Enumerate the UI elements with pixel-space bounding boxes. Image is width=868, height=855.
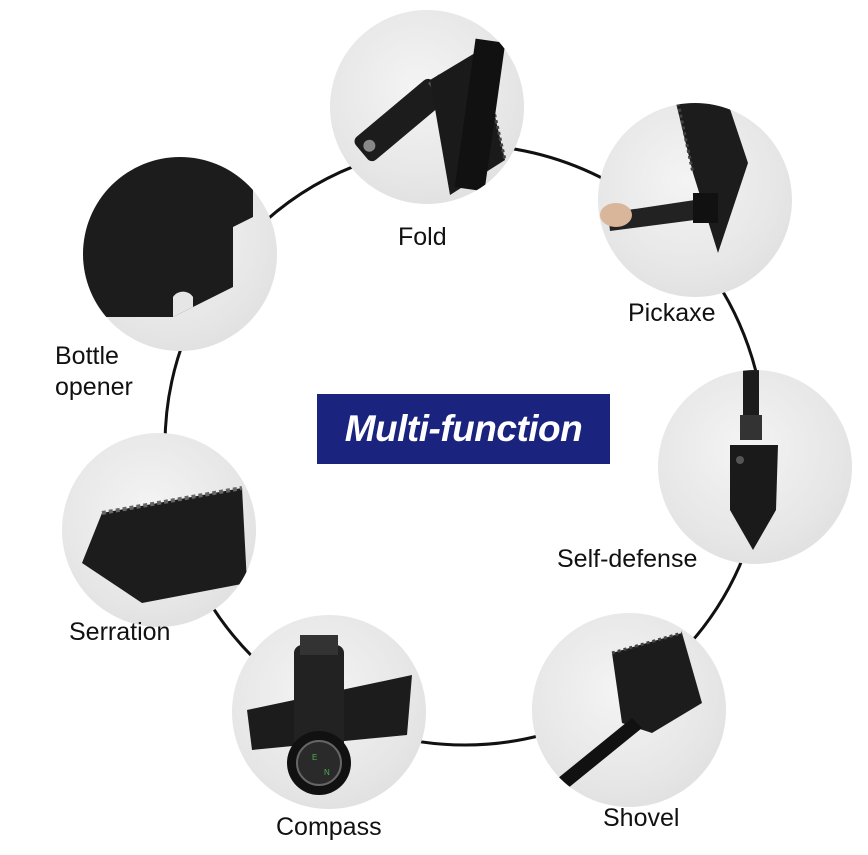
pickaxe-label: Pickaxe (628, 299, 716, 327)
serration-photo (62, 433, 256, 627)
bottle-opener-label: Bottle opener (55, 341, 133, 404)
serration-label: Serration (69, 618, 171, 646)
bottle-opener-label-line1: Bottle (55, 342, 119, 370)
fold-label: Fold (398, 223, 447, 251)
svg-text:N: N (324, 768, 330, 777)
fold-photo (330, 10, 524, 204)
bottle-opener-photo (83, 157, 277, 351)
self-defense-photo (658, 370, 852, 564)
banner-title: Multi-function (344, 408, 583, 449)
pickaxe-photo (598, 103, 792, 297)
multi-function-banner: Multi-function (317, 394, 610, 464)
bottle-opener-label-line2: opener (55, 373, 133, 402)
shovel-label: Shovel (603, 804, 680, 832)
svg-text:E: E (312, 753, 317, 762)
shovel-photo (532, 613, 726, 807)
compass-label: Compass (276, 813, 382, 841)
compass-photo: E N (232, 615, 426, 809)
self-defense-label: Self-defense (557, 545, 698, 573)
